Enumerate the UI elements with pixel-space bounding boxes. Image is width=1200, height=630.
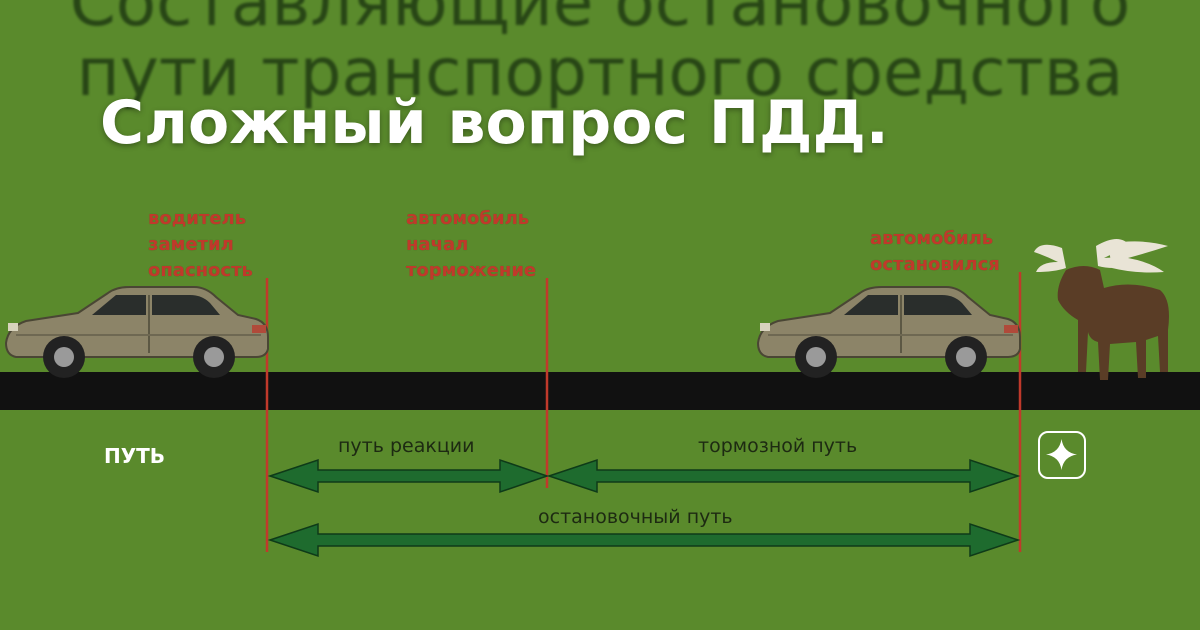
label-line: торможение xyxy=(406,260,537,281)
label-line: заметил xyxy=(148,234,234,255)
car-stopped xyxy=(757,286,1021,379)
label-car-stopped: автомобиль остановился xyxy=(870,226,1000,278)
label-line: водитель xyxy=(148,208,247,229)
label-line: автомобиль xyxy=(406,208,530,229)
background-title-line2: пути транспортного средства xyxy=(76,34,1124,111)
source-caption[interactable]: ПУТЬ xyxy=(104,444,166,468)
arrow-braking xyxy=(546,458,1021,494)
sparkle-star-icon[interactable] xyxy=(1038,431,1086,479)
label-line: опасность xyxy=(148,260,253,281)
label-line: начал xyxy=(406,234,469,255)
label-line: автомобиль xyxy=(870,228,994,249)
road xyxy=(0,372,1200,410)
car-start xyxy=(5,286,269,379)
background-title-line1: Составляющие остановочного xyxy=(69,0,1131,41)
arrow-stopping xyxy=(267,522,1021,558)
label-braking-distance: тормозной путь xyxy=(698,435,858,457)
page-title: Сложный вопрос ПДД. xyxy=(100,88,889,158)
label-line: остановился xyxy=(870,254,1000,275)
label-car-began-braking: автомобиль начал торможение xyxy=(406,206,536,284)
label-driver-noticed-danger: водитель заметил опасность xyxy=(148,206,253,284)
moose-figure xyxy=(1034,239,1169,380)
sparkle-star-icon-glyph xyxy=(1046,439,1077,470)
label-reaction-distance: путь реакции xyxy=(338,435,475,457)
arrow-reaction xyxy=(267,458,550,494)
label-stopping-distance: остановочный путь xyxy=(538,506,733,528)
